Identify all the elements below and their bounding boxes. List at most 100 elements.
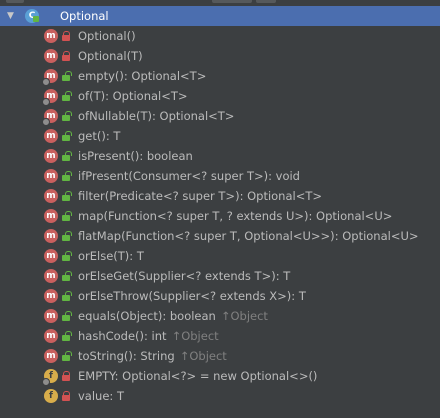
method-item[interactable]: m map(Function<? super T, ? extends U>): …: [0, 206, 440, 226]
member-signature: orElse(T): T: [78, 246, 144, 266]
private-lock-icon: [62, 31, 71, 41]
member-signature: orElseThrow(Supplier<? extends X>): T: [78, 286, 306, 306]
member-signature: ofNullable(T): Optional<T>: [78, 106, 234, 126]
member-signature: hashCode(): int ↑Object: [78, 326, 219, 346]
top-toolbar-strip: [0, 0, 440, 4]
public-unlock-icon: [62, 231, 72, 241]
method-item[interactable]: m isPresent(): boolean: [0, 146, 440, 166]
class-name: Optional: [60, 9, 109, 23]
method-item[interactable]: m orElseThrow(Supplier<? extends X>): T: [0, 286, 440, 306]
member-signature: EMPTY: Optional<?> = new Optional<>(): [78, 366, 317, 386]
method-item[interactable]: m orElseGet(Supplier<? extends T>): T: [0, 266, 440, 286]
member-signature: flatMap(Function<? super T, Optional<U>>…: [78, 226, 419, 246]
public-unlock-icon: [62, 271, 72, 281]
member-name: orElseGet(Supplier<? extends T>): [78, 269, 276, 283]
public-unlock-icon: [62, 291, 72, 301]
private-lock-icon: [62, 371, 71, 381]
member-signature: Optional(T): [78, 46, 143, 66]
method-icon: m: [44, 309, 58, 323]
member-name: Optional(): [78, 29, 136, 43]
member-type: : String: [132, 349, 175, 363]
method-icon: m: [44, 189, 58, 203]
public-unlock-icon: [62, 91, 72, 101]
member-type: : Optional<U>: [308, 209, 393, 223]
member-type: : boolean: [139, 149, 193, 163]
member-type: : Optional<T>: [239, 189, 323, 203]
member-signature: map(Function<? super T, ? extends U>): O…: [78, 206, 392, 226]
field-item[interactable]: f value: T: [0, 386, 440, 406]
method-icon: m: [44, 29, 58, 43]
member-name: get(): [78, 129, 106, 143]
public-unlock-icon: [62, 151, 72, 161]
member-type: : T: [275, 269, 291, 283]
method-icon: m: [44, 229, 58, 243]
member-type: : Optional<U>: [334, 229, 419, 243]
member-name: ifPresent(Consumer<? super T>): [78, 169, 269, 183]
inherited-from: ↑Object: [179, 349, 227, 363]
member-name: value: [78, 389, 110, 403]
public-unlock-icon: [62, 211, 72, 221]
member-type: : T: [109, 389, 124, 403]
member-name: orElse(T): [78, 249, 130, 263]
member-type: : Optional<T>: [123, 69, 207, 83]
member-type: : Optional<T>: [105, 89, 188, 103]
member-type: : T: [291, 289, 306, 303]
member-name: hashCode(): [78, 329, 145, 343]
public-unlock-icon: [62, 311, 72, 321]
static-marker-icon: [42, 98, 50, 106]
toolbar-tab[interactable]: [212, 0, 252, 3]
method-item[interactable]: m Optional(): [0, 26, 440, 46]
public-unlock-icon: [62, 351, 72, 361]
tree-root-class[interactable]: ▼ C Optional: [0, 6, 440, 26]
public-unlock-icon: [62, 191, 72, 201]
inherited-from: ↑Object: [220, 309, 268, 323]
method-icon: m: [44, 269, 58, 283]
member-signature: of(T): Optional<T>: [78, 86, 188, 106]
method-icon: m: [44, 289, 58, 303]
public-unlock-icon: [62, 171, 72, 181]
member-name: empty(): [78, 69, 124, 83]
private-lock-icon: [62, 51, 71, 61]
toolbar-tab[interactable]: [256, 0, 276, 3]
public-badge-icon: [33, 16, 39, 22]
method-item[interactable]: m flatMap(Function<? super T, Optional<U>…: [0, 226, 440, 246]
member-type: : int: [144, 329, 167, 343]
member-name: EMPTY: [78, 369, 115, 383]
public-unlock-icon: [62, 71, 72, 81]
member-type: : T: [105, 129, 121, 143]
public-unlock-icon: [62, 111, 72, 121]
member-name: orElseThrow(Supplier<? extends X>): [78, 289, 292, 303]
public-unlock-icon: [62, 131, 72, 141]
member-signature: filter(Predicate<? super T>): Optional<T…: [78, 186, 322, 206]
method-icon: m: [44, 49, 58, 63]
member-name: map(Function<? super T, ? extends U>): [78, 209, 309, 223]
method-item[interactable]: m filter(Predicate<? super T>): Optional<…: [0, 186, 440, 206]
static-marker-icon: [42, 118, 50, 126]
method-icon: m: [44, 169, 58, 183]
member-name: isPresent(): [78, 149, 140, 163]
method-icon: m: [44, 149, 58, 163]
member-name: Optional(T): [78, 49, 143, 63]
method-item[interactable]: m hashCode(): int ↑Object: [0, 326, 440, 346]
method-item[interactable]: m Optional(T): [0, 46, 440, 66]
toolbar-tab[interactable]: [6, 0, 24, 3]
method-icon: m: [44, 209, 58, 223]
member-type: : Optional<?> = new Optional<>(): [114, 369, 318, 383]
method-icon: m: [44, 329, 58, 343]
field-icon: f: [44, 389, 58, 403]
member-name: toString(): [78, 349, 133, 363]
member-signature: equals(Object): boolean↑Object: [78, 306, 268, 326]
inherited-from: ↑Object: [171, 329, 219, 343]
expand-arrow-icon[interactable]: ▼: [7, 11, 14, 21]
member-signature: empty(): Optional<T>: [78, 66, 206, 86]
method-item[interactable]: m equals(Object): boolean↑Object: [0, 306, 440, 326]
